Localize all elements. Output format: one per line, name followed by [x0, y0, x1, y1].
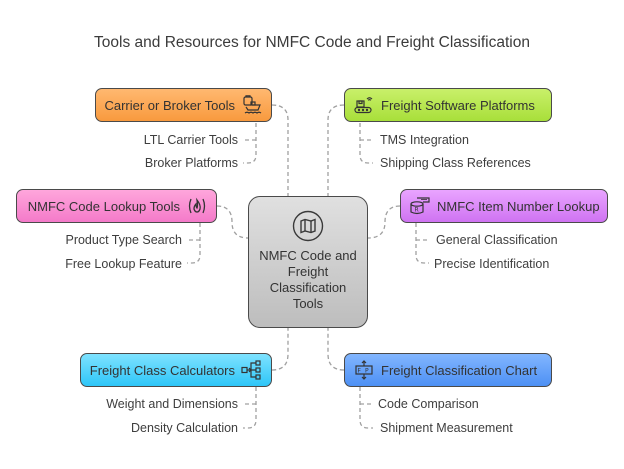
sub-item: TMS Integration: [380, 133, 469, 147]
node-label: NMFC Item Number Lookup: [437, 198, 600, 214]
conveyor-wifi-icon: [353, 94, 375, 116]
connector-lookup: [216, 205, 249, 239]
diagram-title: Tools and Resources for NMFC Code and Fr…: [94, 34, 530, 51]
node-freight-class-calculators[interactable]: Freight Class Calculators: [80, 353, 272, 387]
node-label: Freight Class Calculators: [89, 362, 235, 378]
sub-item: Shipment Measurement: [380, 421, 513, 435]
connector-calculators: [271, 328, 289, 371]
network-nodes-icon: [241, 359, 263, 381]
sub-item: General Classification: [436, 233, 558, 247]
svg-text:P: P: [365, 368, 369, 375]
node-label: Freight Software Platforms: [381, 97, 535, 113]
node-carrier-broker-tools[interactable]: Carrier or Broker Tools: [95, 88, 272, 122]
sub-item: Weight and Dimensions: [106, 397, 238, 411]
sub-item: Broker Platforms: [144, 156, 238, 170]
central-topic-label: NMFC Code and Freight Classification Too…: [259, 248, 357, 311]
node-label: NMFC Code Lookup Tools: [27, 198, 180, 214]
connector-item-sub: [415, 223, 429, 264]
node-label: Freight Classification Chart: [381, 362, 538, 378]
node-nmfc-item-number-lookup[interactable]: R NMFC Item Number Lookup: [400, 189, 608, 223]
connector-lookup-sub: [187, 223, 201, 264]
sub-item: Product Type Search: [65, 233, 182, 247]
central-topic-node[interactable]: NMFC Code and Freight Classification Too…: [248, 196, 368, 328]
sub-item: LTL Carrier Tools: [143, 133, 238, 147]
resize-chart-icon: F P: [353, 359, 375, 381]
sub-item: Precise Identification: [434, 257, 550, 271]
connector-software: [327, 104, 345, 196]
connector-calculators-sub: [243, 387, 257, 429]
map-icon: [292, 210, 324, 242]
svg-text:F: F: [358, 368, 362, 375]
cargo-ship-icon: [241, 94, 263, 116]
flame-icon: [186, 195, 208, 217]
node-label: Carrier or Broker Tools: [104, 97, 235, 113]
sub-item: Density Calculation: [131, 421, 238, 435]
connector-chart: [327, 328, 345, 371]
connector-carrier: [271, 104, 289, 196]
svg-text:R: R: [415, 207, 419, 214]
sub-item: Code Comparison: [378, 397, 479, 411]
node-freight-software-platforms[interactable]: Freight Software Platforms: [344, 88, 552, 122]
sub-item: Free Lookup Feature: [65, 257, 182, 271]
node-freight-classification-chart[interactable]: F P Freight Classification Chart: [344, 353, 552, 387]
node-nmfc-code-lookup-tools[interactable]: NMFC Code Lookup Tools: [16, 189, 217, 223]
connector-item: [367, 205, 401, 239]
connector-chart-sub: [359, 387, 373, 429]
connector-carrier-sub: [243, 123, 257, 164]
sub-item: Shipping Class References: [380, 156, 531, 170]
connector-software-sub: [359, 123, 373, 164]
database-tag-icon: R: [409, 195, 431, 217]
